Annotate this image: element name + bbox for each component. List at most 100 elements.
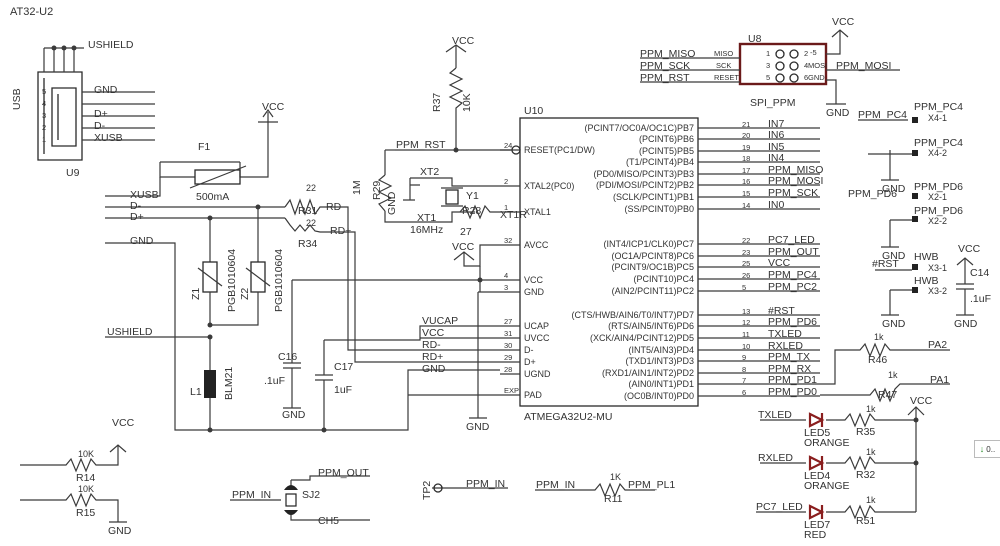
gnd-u8: GND (826, 107, 850, 119)
u10-pin-net: PPM_PD6 (768, 316, 817, 328)
u10-pin-net: PPM_RX (768, 363, 811, 375)
u10-pin-name: (PCINT6)PB6 (639, 134, 694, 144)
net-ppm-pc4-label2: PPM_PC4 (914, 137, 963, 149)
net-pc7-led: PC7_LED (756, 501, 803, 513)
usb-connector-u9: 5 4 3 2 1 (37, 45, 155, 161)
u10-pin-number: 23 (742, 248, 750, 257)
u10-pin-number: 28 (504, 365, 512, 374)
u10-pin-number: 14 (742, 201, 750, 210)
gnd-tp2: GND (882, 250, 906, 262)
u10-pin-name: (PD0/MISO/PCINT3)PB3 (593, 169, 694, 179)
hwb-label: HWB (914, 251, 939, 263)
z1-ref: Z1 (190, 288, 202, 300)
u10-pin-number: 16 (742, 177, 750, 186)
net-ppm-in-tp2: PPM_IN (466, 478, 505, 490)
junction (51, 45, 57, 51)
net-pa1: PA1 (930, 374, 949, 386)
u10-pin-number: 4 (504, 271, 508, 280)
gnd-c16: GND (282, 409, 306, 421)
u10-pin-number: 31 (504, 329, 512, 338)
r32-ref: R32 (856, 469, 875, 481)
c16-ref: C16 (278, 351, 297, 363)
crystal-y1 (445, 189, 459, 205)
net-dplus: D+ (130, 211, 144, 223)
u10-pin-name: (PCINT5)PB5 (639, 146, 694, 156)
sj2-ref: SJ2 (302, 489, 320, 501)
u10-pin-name: (XCK/AIN4/PCINT12)PD5 (590, 333, 694, 343)
u10-pin-net: PPM_SCK (768, 187, 818, 199)
net-gnd-usb: GND (94, 84, 118, 96)
net-ppm-miso-u8: PPM_MISO (640, 48, 695, 60)
c17-value: 1uF (334, 384, 352, 396)
xt1-label: XT1 (417, 212, 436, 224)
u10-pin-number: 29 (504, 353, 512, 362)
u10-pin-number: 8 (742, 365, 746, 374)
ferrite-l1 (204, 370, 216, 398)
u10-pin-number: 5 (742, 283, 746, 292)
led4-color: ORANGE (804, 480, 850, 492)
r35-value: 1k (866, 404, 876, 414)
junction (477, 277, 483, 283)
r28-ref: R28 (462, 205, 481, 217)
x2-1-label: X2-1 (928, 192, 947, 202)
r34-value: 22 (306, 218, 316, 228)
f1-ref: F1 (198, 141, 210, 153)
net-rd-plus: RD+ (422, 351, 443, 363)
net-rd-plus-r34: RD+ (330, 225, 351, 237)
u10-pin-name: UGND (524, 369, 551, 379)
u10-pin-name: (AIN0/INT1)PD1 (628, 379, 694, 389)
junction (71, 45, 77, 51)
gnd-u10: GND (466, 421, 490, 433)
r28-value: 27 (460, 226, 472, 238)
resistor-r34 (284, 217, 335, 233)
resistor-r31 (284, 198, 335, 216)
z2-value: PGB1010604 (273, 249, 285, 312)
r47-value: 1k (888, 370, 898, 380)
net-xusb: XUSB (130, 189, 159, 201)
u10-pin-number: 32 (504, 236, 512, 245)
u10-pin-net: IN0 (768, 199, 785, 211)
net-ppm-sck-u8: PPM_SCK (640, 60, 690, 72)
u10-pin-net: PPM_TX (768, 351, 810, 363)
x2-2-label: X2-2 (928, 216, 947, 226)
c14-ref: C14 (970, 267, 989, 279)
u8-ref: U8 (748, 33, 762, 45)
u8-pin5-label: RESET (714, 73, 739, 82)
led5-ref: LED5 (804, 427, 830, 439)
r46-value: 1k (874, 332, 884, 342)
u10-pin-name: PAD (524, 390, 542, 400)
net-vcc-uvcc: VCC (422, 327, 445, 339)
net-ppm-pd6-label: PPM_PD6 (914, 181, 963, 193)
net-dminus-usb: D- (94, 120, 106, 132)
scroll-indicator[interactable]: ↓0.. (974, 440, 1000, 458)
gnd-tp3: GND (882, 318, 906, 330)
u10-pin-name: (PDI/MOSI/PCINT2)PB2 (596, 180, 694, 190)
u10-pin-number: 15 (742, 189, 750, 198)
u10-pin-net: PPM_PD1 (768, 374, 817, 386)
vcc-r37: VCC (452, 35, 475, 47)
u10-pin-name: (RTS/AIN5/INT6)PD6 (608, 321, 694, 331)
net-ppm-pc4-tp: PPM_PC4 (858, 109, 907, 121)
x3-2-label: X3-2 (928, 286, 947, 296)
mcu-u10-body (519, 117, 699, 407)
net-rxled: RXLED (758, 452, 793, 464)
r14-value: 10K (78, 449, 94, 459)
u8-pin4-label: MOSI (808, 61, 827, 70)
u10-pin-name: (TXD1/INT3)PD3 (625, 356, 694, 366)
tvs-z2 (245, 261, 271, 293)
u8-pin2-label: -5 (810, 48, 817, 57)
u10-pin-number: 20 (742, 131, 750, 140)
u10-pin-number: 17 (742, 166, 750, 175)
u10-pin-number: 25 (742, 259, 750, 268)
hwb-label2: HWB (914, 275, 939, 287)
vcc-u8: VCC (832, 16, 855, 28)
u10-pin-net: IN7 (768, 118, 785, 130)
u10-pin-number: 30 (504, 341, 512, 350)
u10-pin-number: 1 (504, 203, 508, 212)
u10-pin-name: (SCLK/PCINT1)PB1 (613, 192, 694, 202)
net-dplus-usb: D+ (94, 108, 108, 120)
r29-ref: R29 (371, 181, 383, 200)
net-ppm-rst-u8: PPM_RST (640, 72, 690, 84)
vcc-r14: VCC (112, 417, 135, 429)
